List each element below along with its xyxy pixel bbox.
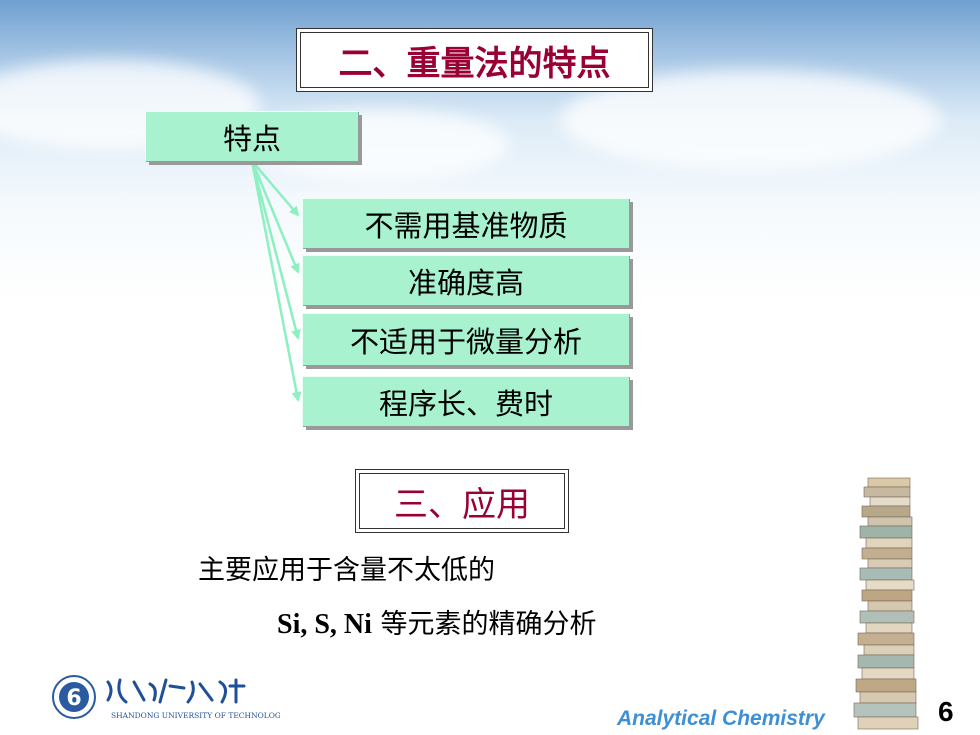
application-elements: Si, S, Ni [277,609,372,640]
diagram-child-label: 准确度高 [407,265,524,300]
diagram-child-label: 不需用基准物质 [364,208,568,243]
arrow-to-child-2 [250,160,301,340]
diagram-child-label: 程序长、费时 [378,386,553,421]
arrow-to-child-3 [250,160,302,402]
application-line-1: 主要应用于含量不太低的 [198,555,495,586]
section-title-2: 三、应用 [355,469,569,533]
arrow-to-child-1 [250,160,300,274]
diagram-child-box: 准确度高 [302,255,629,305]
arrow-to-child-0 [251,160,300,217]
application-line-2: Si, S, Ni 等元素的精确分析 [277,602,597,641]
application-line-2-rest: 等元素的精确分析 [371,609,597,640]
book-stack-icon [853,477,919,730]
svg-text:6: 6 [66,686,81,711]
section-title: 二、重量法的特点 [296,28,653,92]
diagram-child-label: 不适用于微量分析 [349,324,582,359]
course-title: Analytical Chemistry [617,707,825,730]
diagram-root-box: 特点 [145,111,358,161]
section-title-text: 二、重量法的特点 [338,43,611,84]
diagram-child-box: 不适用于微量分析 [302,313,629,365]
diagram-root-label: 特点 [222,121,281,156]
page-number: 6 [938,696,954,727]
diagram-child-box: 程序长、费时 [302,376,629,426]
university-logo-icon: 6 SHANDONG UNIVERSITY OF TECHNOLOGY [52,675,280,720]
diagram-child-box: 不需用基准物质 [302,198,629,248]
university-name: SHANDONG UNIVERSITY OF TECHNOLOGY [111,711,280,720]
section-title-2-text: 三、应用 [394,484,530,525]
